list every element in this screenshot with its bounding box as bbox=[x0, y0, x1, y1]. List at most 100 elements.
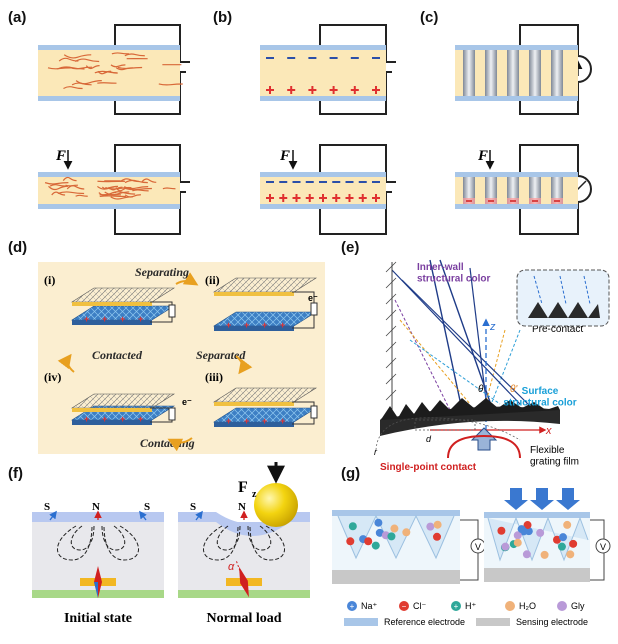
cycle-arrow-icon bbox=[167, 437, 193, 452]
fiber bbox=[63, 86, 83, 90]
positive-charge: + bbox=[280, 320, 285, 330]
electron-label: e⁻ bbox=[182, 397, 192, 407]
fiber bbox=[125, 187, 152, 191]
pole-n-label: N bbox=[92, 501, 100, 513]
fz-subscript: z bbox=[252, 489, 257, 500]
voltmeter-label: V bbox=[475, 542, 481, 552]
ions bbox=[346, 518, 442, 550]
field-line bbox=[249, 525, 285, 561]
ion bbox=[364, 537, 373, 546]
light-ray bbox=[409, 339, 501, 405]
fiber bbox=[162, 187, 176, 190]
light-ray bbox=[399, 319, 471, 405]
fiber bbox=[99, 195, 126, 198]
legend-item-h2o: H₂O bbox=[505, 601, 536, 611]
light-rays bbox=[385, 259, 531, 414]
fiber bbox=[117, 66, 143, 70]
column bbox=[507, 50, 519, 96]
conductive-columns bbox=[463, 50, 563, 96]
svg-text:Gly: Gly bbox=[571, 601, 585, 611]
fiber bbox=[124, 53, 145, 57]
initial-state-caption: Initial state bbox=[64, 611, 132, 626]
positive-charge: + bbox=[262, 416, 267, 426]
fiber bbox=[51, 191, 66, 196]
ion bbox=[536, 528, 545, 537]
electron-label: e⁻ bbox=[308, 293, 318, 303]
fiber bbox=[97, 70, 112, 75]
cycle-arrow-icon bbox=[57, 353, 75, 373]
pole-s-label: S bbox=[44, 501, 50, 513]
state-label-iv: (iv) bbox=[44, 370, 61, 384]
positive-charge: + bbox=[226, 416, 231, 426]
press-arrow-icon bbox=[556, 488, 580, 510]
ion bbox=[371, 541, 380, 550]
ion bbox=[375, 528, 384, 537]
fiber bbox=[104, 191, 130, 196]
light-ray bbox=[391, 269, 521, 405]
conductive-fibers bbox=[47, 52, 183, 90]
fiber bbox=[124, 179, 148, 184]
state-label-iii: (iii) bbox=[205, 370, 223, 384]
fiber bbox=[68, 66, 93, 70]
panel-b-pressed-device: F bbox=[260, 144, 396, 235]
state-label-ii: (ii) bbox=[205, 273, 220, 287]
fiber bbox=[94, 70, 118, 74]
force-label: F bbox=[55, 148, 66, 164]
initial-state-device: S N S Initial state bbox=[32, 501, 164, 626]
normal-load-device: α F z S N Normal load bbox=[178, 462, 310, 626]
column bbox=[463, 177, 475, 204]
column bbox=[551, 177, 563, 204]
panel-f: (f) S N S Initial state α F bbox=[8, 462, 310, 626]
fiber bbox=[105, 186, 132, 190]
ion bbox=[552, 535, 561, 544]
fiber bbox=[47, 67, 71, 70]
positive-charge: + bbox=[84, 414, 89, 424]
field-line bbox=[203, 525, 239, 561]
cycle-arrow-icon bbox=[175, 272, 199, 286]
ion bbox=[540, 550, 549, 559]
light-ray bbox=[429, 259, 463, 411]
column bbox=[529, 177, 541, 204]
grating-teeth bbox=[380, 398, 560, 420]
ion bbox=[387, 532, 396, 541]
column bbox=[485, 177, 497, 204]
positive-charge: + bbox=[120, 414, 125, 424]
load-resistor-icon bbox=[310, 405, 318, 419]
ion bbox=[374, 518, 383, 527]
ion bbox=[402, 528, 411, 537]
contact-region bbox=[447, 434, 521, 459]
panel-a-pressed-device: F bbox=[38, 144, 190, 235]
fiber bbox=[63, 54, 92, 59]
legend-item-cl: − Cl⁻ bbox=[399, 601, 426, 611]
state-label-i: (i) bbox=[44, 273, 55, 287]
fiber bbox=[141, 178, 157, 183]
cycle-arrow-icon bbox=[235, 355, 253, 375]
contacting-label: Contacting bbox=[140, 436, 195, 450]
field-line bbox=[216, 525, 241, 551]
ion-legend: + Na⁺ − Cl⁻ + H⁺ H₂O Gly Referen bbox=[344, 601, 588, 627]
ions-compressed bbox=[497, 520, 578, 559]
charge-markers bbox=[266, 57, 380, 94]
positive-charge: + bbox=[262, 320, 267, 330]
single-point-label: Single-point contact bbox=[380, 462, 477, 473]
normal-load-caption: Normal load bbox=[206, 611, 281, 626]
svg-text:Na⁺: Na⁺ bbox=[361, 601, 378, 611]
panel-f-label: (f) bbox=[8, 465, 23, 482]
load-sphere bbox=[254, 483, 298, 527]
load-resistor-icon bbox=[168, 407, 176, 421]
panel-d-label: (d) bbox=[8, 239, 27, 256]
pre-contact-grating bbox=[528, 302, 600, 318]
voltmeter-label: V bbox=[600, 542, 606, 552]
panel-d: (d) ++++++++++++++++ (i) (ii) (iii) (iv)… bbox=[8, 239, 325, 454]
field-line bbox=[103, 525, 139, 561]
fiber bbox=[124, 194, 141, 198]
ion bbox=[523, 521, 532, 530]
legend-ref-swatch bbox=[344, 618, 378, 626]
fiber bbox=[98, 191, 117, 197]
light-ray bbox=[394, 299, 451, 411]
ion bbox=[522, 550, 531, 559]
ion bbox=[513, 531, 522, 540]
conductive-columns-compressed bbox=[463, 177, 563, 204]
